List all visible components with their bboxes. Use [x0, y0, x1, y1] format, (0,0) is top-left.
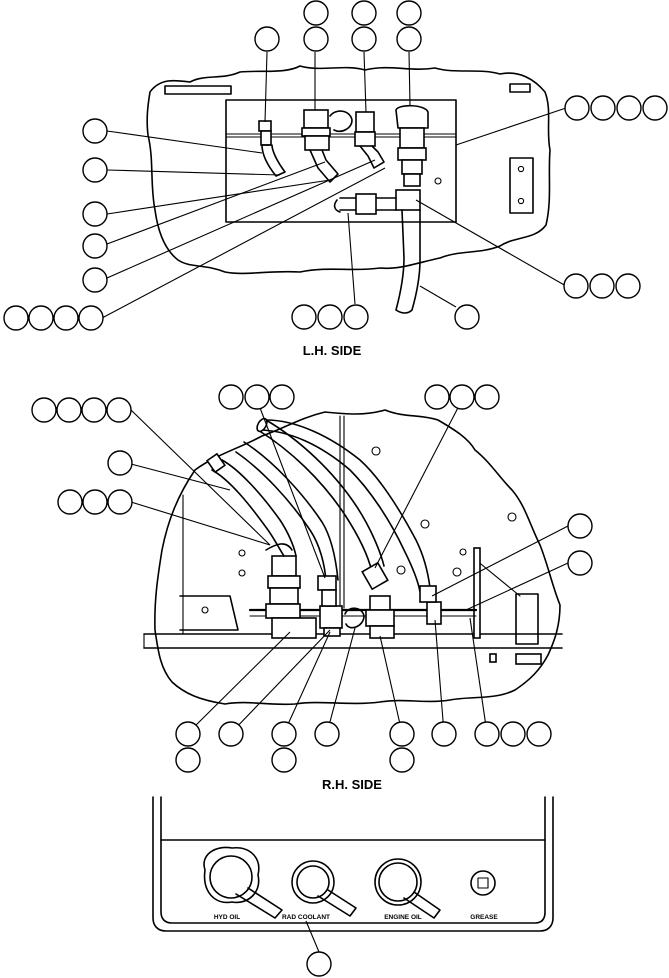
panel-label-rad-coolant: RAD COOLANT [282, 914, 330, 921]
panel-frame-inner [160, 796, 546, 924]
service-panel: HYD OIL RAD COOLANT ENGINE OIL GREASE [152, 796, 554, 977]
lh-callouts [3, 0, 668, 331]
panel-label-grease: GREASE [470, 914, 498, 921]
lh-slot-left [164, 85, 232, 95]
rh-hoses [205, 417, 437, 607]
grease-fitting [470, 870, 496, 896]
panel-frame-outer [152, 796, 554, 932]
lh-side-title: L.H. SIDE [303, 343, 362, 358]
hyd-oil-cap [203, 846, 283, 919]
rh-bolts [238, 446, 517, 577]
lh-mounting-plate [225, 99, 457, 223]
rad-coolant-cap [291, 860, 357, 917]
rh-bracket-plate [515, 593, 539, 645]
engine-oil-cap [374, 858, 441, 919]
rh-side-title: R.H. SIDE [322, 777, 382, 792]
rh-callouts [31, 384, 593, 773]
lh-bracket-plate [509, 157, 534, 214]
lh-cutaway-outline [146, 65, 551, 275]
lh-side-view: L.H. SIDE [3, 0, 668, 358]
panel-callout [306, 951, 332, 977]
panel-label-engine-oil: ENGINE OIL [384, 914, 422, 921]
panel-label-hyd-oil: HYD OIL [214, 914, 240, 921]
lh-slot-right [509, 83, 531, 93]
rh-side-view: R.H. SIDE [31, 384, 593, 792]
rh-cutaway-outline [154, 409, 561, 706]
